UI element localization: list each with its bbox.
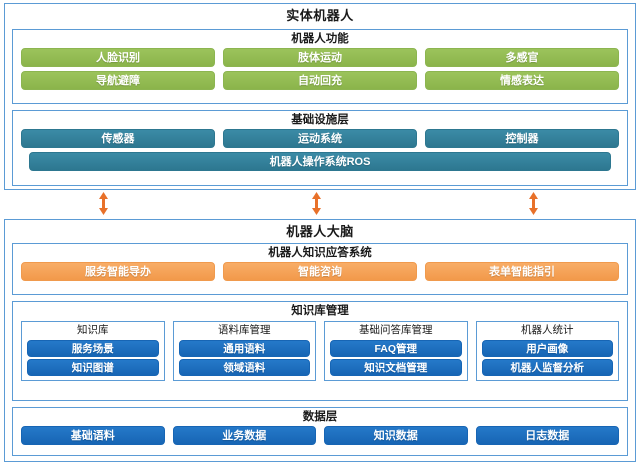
kb-item-service-scenario[interactable]: 服务场景 (27, 340, 159, 357)
qa-system-row: 服务智能导办 智能咨询 表单智能指引 (13, 262, 627, 281)
robot-panel-title: 实体机器人 (286, 8, 354, 23)
knowledge-base-cards: 知识库 服务场景 知识图谱 语料库管理 通用语料 领域语料 基础问答库管理 FA… (13, 321, 627, 381)
bidirectional-arrow-icon-center (312, 192, 321, 215)
infrastructure-section: 基础设施层 传感器 运动系统 控制器 机器人操作系统ROS (12, 110, 628, 186)
knowledge-base-title: 知识库管理 (291, 305, 349, 317)
qa-system-section: 机器人知识应答系统 服务智能导办 智能咨询 表单智能指引 (12, 243, 628, 295)
robot-functions-section: 机器人功能 人脸识别 肢体运动 多感官 导航避障 自动回充 情感表达 (12, 29, 628, 104)
kb-card-title-corpus-management: 语料库管理 (218, 324, 271, 336)
kb-card-corpus-management: 语料库管理 通用语料 领域语料 (172, 321, 316, 381)
infrastructure-row-2: 机器人操作系统ROS (13, 152, 627, 171)
data-item-log-data[interactable]: 日志数据 (475, 426, 619, 445)
qa-system-title: 机器人知识应答系统 (268, 247, 372, 259)
kb-card-title-faq-management: 基础问答库管理 (359, 324, 433, 336)
function-item-emotion-expression[interactable]: 情感表达 (425, 71, 619, 90)
kb-item-knowledge-graph[interactable]: 知识图谱 (27, 359, 159, 376)
kb-card-title-robot-statistics: 机器人统计 (521, 324, 574, 336)
function-item-auto-recharge[interactable]: 自动回充 (223, 71, 417, 90)
infrastructure-item-sensor[interactable]: 传感器 (21, 129, 215, 148)
brain-panel-title: 机器人大脑 (286, 224, 354, 239)
infrastructure-title: 基础设施层 (291, 114, 349, 126)
infrastructure-row-1: 传感器 运动系统 控制器 (13, 129, 627, 148)
kb-item-faq-management[interactable]: FAQ管理 (330, 340, 462, 357)
bidirectional-arrow-icon-left (99, 192, 108, 215)
function-item-navigation-obstacle-avoidance[interactable]: 导航避障 (21, 71, 215, 90)
knowledge-base-section: 知识库管理 知识库 服务场景 知识图谱 语料库管理 通用语料 领域语料 基础问答… (12, 301, 628, 401)
brain-panel: 机器人大脑 机器人知识应答系统 服务智能导办 智能咨询 表单智能指引 知识库管理… (4, 219, 636, 462)
data-layer-section: 数据层 基础语料 业务数据 知识数据 日志数据 (12, 407, 628, 456)
kb-item-knowledge-document-management[interactable]: 知识文档管理 (330, 359, 462, 376)
infrastructure-item-motion-system[interactable]: 运动系统 (223, 129, 417, 148)
qa-item-form-guidance[interactable]: 表单智能指引 (425, 262, 619, 281)
infrastructure-item-controller[interactable]: 控制器 (425, 129, 619, 148)
qa-item-smart-consultation[interactable]: 智能咨询 (223, 262, 417, 281)
function-item-limb-motion[interactable]: 肢体运动 (223, 48, 417, 67)
data-layer-title: 数据层 (302, 411, 338, 423)
function-item-face-recognition[interactable]: 人脸识别 (21, 48, 215, 67)
data-item-basic-corpus[interactable]: 基础语料 (21, 426, 165, 445)
kb-card-title-knowledge-base: 知识库 (77, 324, 109, 336)
kb-item-robot-supervision-analysis[interactable]: 机器人监督分析 (481, 359, 613, 376)
robot-functions-row-2: 导航避障 自动回充 情感表达 (13, 71, 627, 90)
robot-functions-title: 机器人功能 (291, 33, 349, 45)
data-item-knowledge-data[interactable]: 知识数据 (324, 426, 468, 445)
robot-panel: 实体机器人 机器人功能 人脸识别 肢体运动 多感官 导航避障 自动回充 情感表达… (4, 3, 636, 190)
connector-band (0, 192, 640, 217)
qa-item-service-guide[interactable]: 服务智能导办 (21, 262, 215, 281)
kb-item-domain-corpus[interactable]: 领域语料 (178, 359, 310, 376)
infrastructure-item-ros[interactable]: 机器人操作系统ROS (29, 152, 611, 171)
kb-card-knowledge-base: 知识库 服务场景 知识图谱 (21, 321, 165, 381)
function-item-multi-sensory[interactable]: 多感官 (425, 48, 619, 67)
kb-item-user-profile[interactable]: 用户画像 (481, 340, 613, 357)
kb-card-faq-management: 基础问答库管理 FAQ管理 知识文档管理 (324, 321, 468, 381)
data-item-business-data[interactable]: 业务数据 (172, 426, 316, 445)
bidirectional-arrow-icon-right (529, 192, 538, 215)
data-layer-row: 基础语料 业务数据 知识数据 日志数据 (13, 426, 627, 445)
robot-functions-row-1: 人脸识别 肢体运动 多感官 (13, 48, 627, 67)
kb-card-robot-statistics: 机器人统计 用户画像 机器人监督分析 (475, 321, 619, 381)
kb-item-general-corpus[interactable]: 通用语料 (178, 340, 310, 357)
